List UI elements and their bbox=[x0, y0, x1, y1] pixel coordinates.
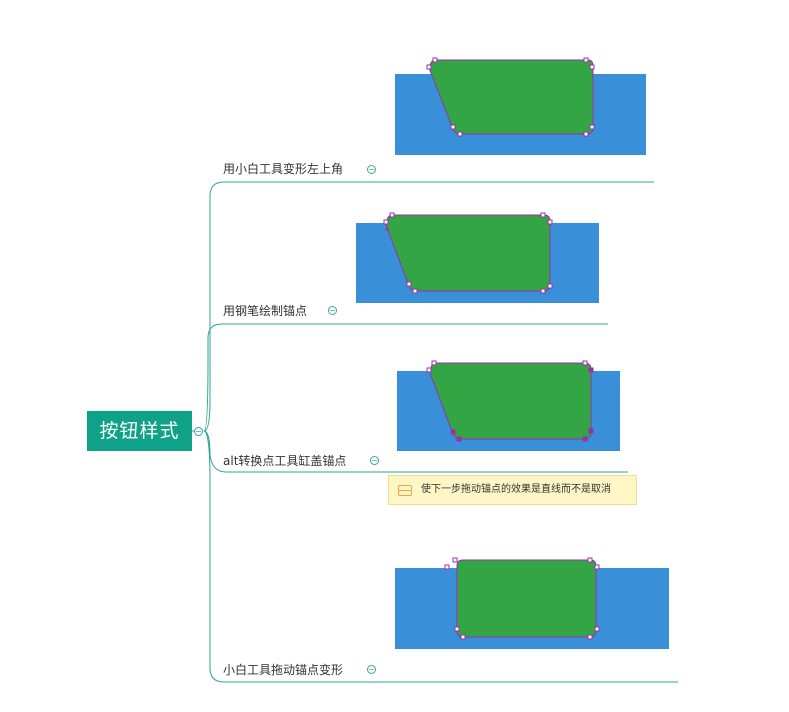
note-icon bbox=[398, 485, 412, 496]
root-collapse-icon[interactable]: − bbox=[194, 427, 203, 436]
root-topic[interactable]: 按钮样式 bbox=[87, 411, 192, 451]
note-callout[interactable]: 使下一步拖动锚点的效果是直线而不是取消 bbox=[388, 475, 637, 505]
note-text: 使下一步拖动锚点的效果是直线而不是取消 bbox=[421, 484, 611, 495]
branch-4-image bbox=[395, 557, 669, 649]
branch-topic-3[interactable]: alt转换点工具缸盖锚点 bbox=[223, 454, 347, 468]
branch-topic-4[interactable]: 小白工具拖动锚点变形 bbox=[223, 663, 344, 677]
branch-1-collapse-icon[interactable]: − bbox=[367, 165, 376, 174]
branch-topic-2[interactable]: 用钢笔绘制锚点 bbox=[223, 304, 308, 318]
branch-3-collapse-icon[interactable]: − bbox=[370, 456, 379, 465]
branch-4-collapse-icon[interactable]: − bbox=[367, 665, 376, 674]
branch-topic-1[interactable]: 用小白工具变形左上角 bbox=[223, 162, 344, 176]
branch-2-collapse-icon[interactable]: − bbox=[328, 306, 337, 315]
branch-2-image bbox=[356, 212, 599, 303]
branch-3-image bbox=[397, 360, 620, 451]
branch-1-image bbox=[395, 57, 646, 155]
